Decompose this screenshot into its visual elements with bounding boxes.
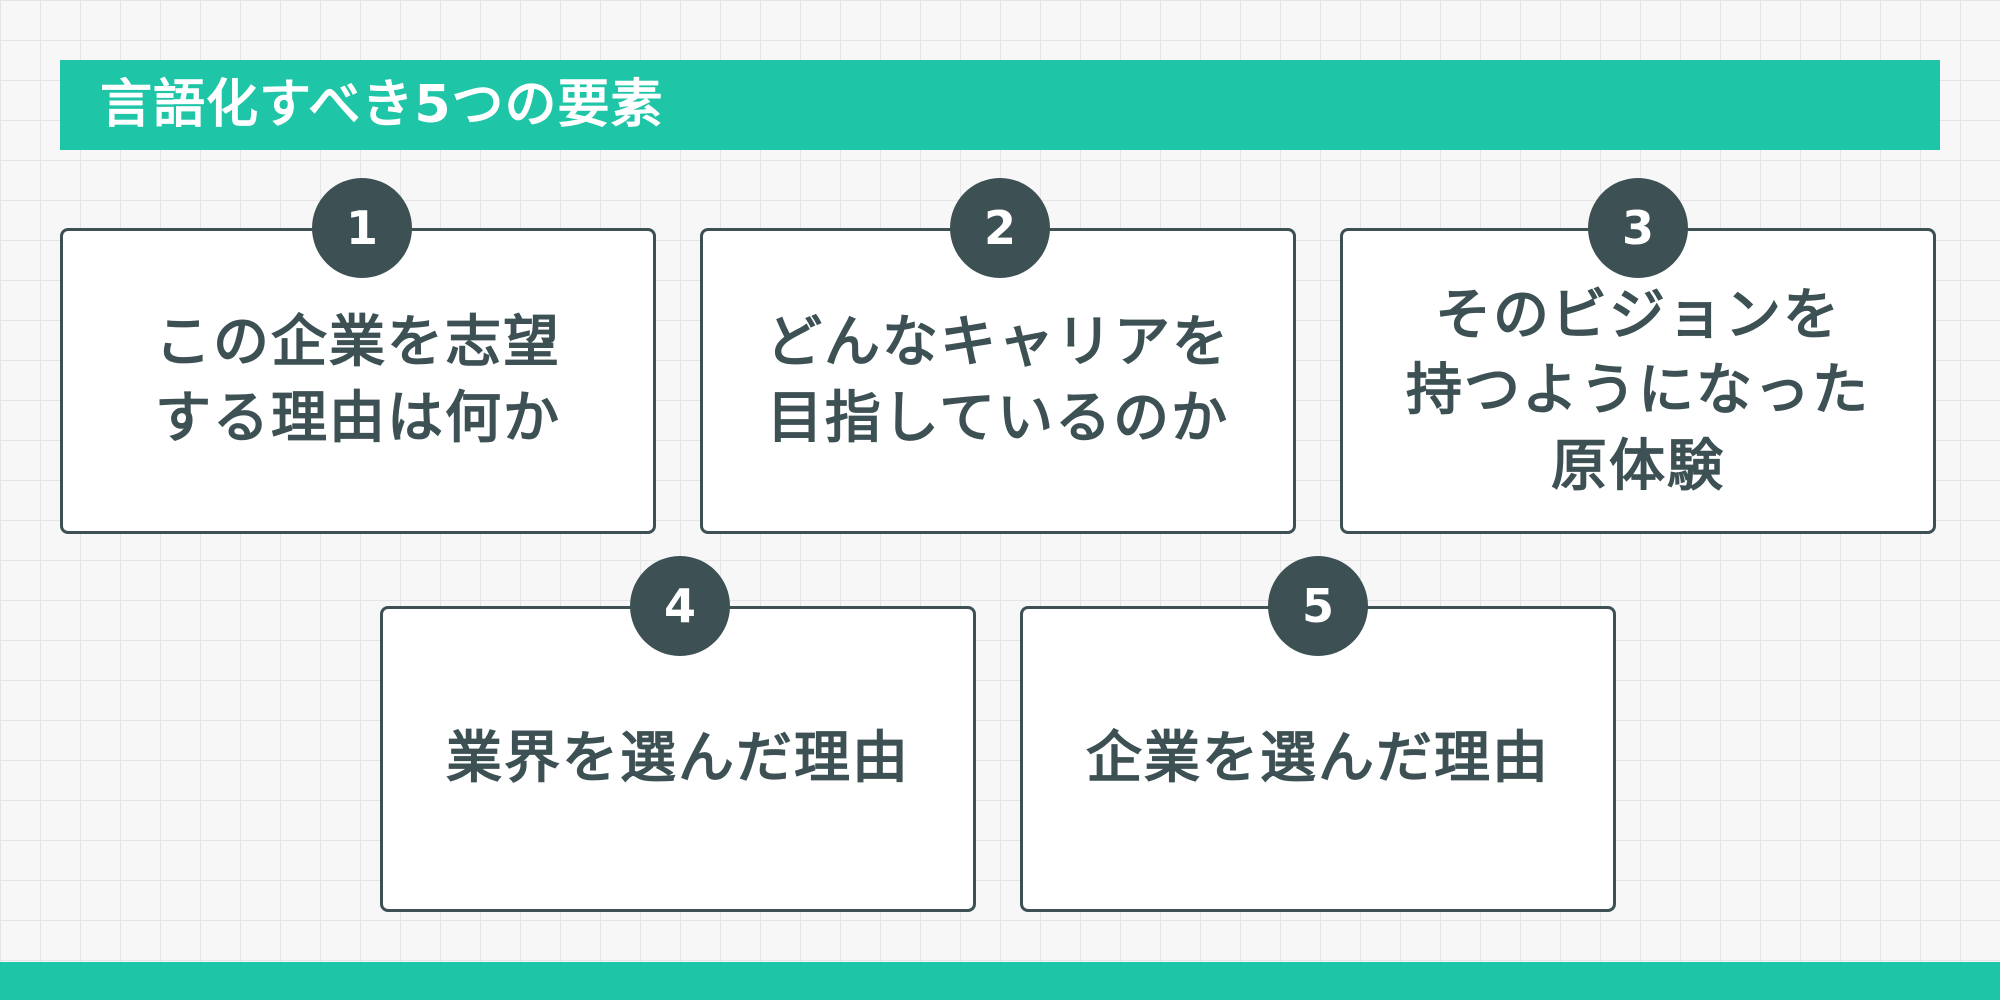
element-card-text: どんなキャリアを 目指しているのか — [742, 305, 1254, 456]
element-card-text: 企業を選んだ理由 — [1062, 721, 1574, 797]
number-badge-4: 4 — [630, 556, 730, 656]
element-card-line: 業界を選んだ理由 — [446, 726, 910, 792]
element-card-3: そのビジョンを 持つようになった 原体験 — [1340, 228, 1936, 534]
element-card-line: する理由は何か — [155, 386, 561, 451]
element-card-4: 業界を選んだ理由 — [380, 606, 976, 912]
page-title: 言語化すべき5つの要素 — [100, 75, 664, 135]
element-card-5: 企業を選んだ理由 — [1020, 606, 1616, 912]
element-card-text: この企業を志望 する理由は何か — [131, 305, 585, 456]
number-badge-1: 1 — [312, 178, 412, 278]
element-card-line: この企業を志望 — [155, 310, 561, 376]
footer-bar — [0, 962, 2000, 1000]
element-card-text: 業界を選んだ理由 — [422, 721, 934, 797]
element-card-line: そのビジョンを — [1435, 282, 1841, 348]
element-card-text: そのビジョンを 持つようになった 原体験 — [1382, 258, 1894, 505]
element-card-line: 持つようになった — [1406, 358, 1870, 424]
number-badge-3: 3 — [1588, 178, 1688, 278]
element-card-line: 目指しているのか — [766, 386, 1230, 451]
element-card-line: 原体験 — [1551, 433, 1725, 499]
element-card-1: この企業を志望 する理由は何か — [60, 228, 656, 534]
number-badge-2: 2 — [950, 178, 1050, 278]
number-badge-5: 5 — [1268, 556, 1368, 656]
element-card-line: どんなキャリアを — [766, 310, 1230, 376]
element-card-line: 企業を選んだ理由 — [1086, 726, 1550, 792]
title-banner: 言語化すべき5つの要素 — [60, 60, 1940, 150]
